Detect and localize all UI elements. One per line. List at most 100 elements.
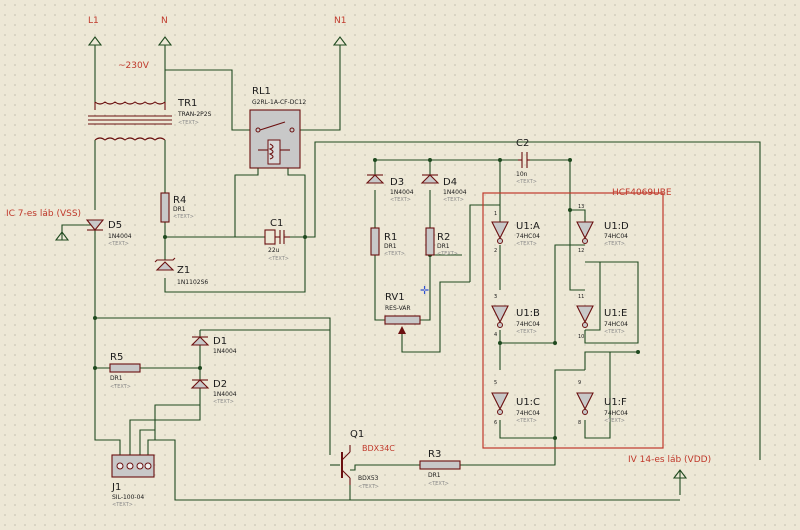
gate-u1-d-pin-out: 12 [578,248,584,254]
wires [61,45,761,501]
diode-d5[interactable]: D5 1N4004 <TEXT> [85,219,132,247]
rv1-ref: RV1 [385,292,405,303]
capacitor-c1[interactable]: C1 22u <TEXT> [264,218,290,262]
gate-u1-d[interactable]: 13 12 U1:D 74HC04 <TEXT> [576,204,629,254]
gate-u1-e-text: <TEXT> [604,329,625,335]
gate-u1-f[interactable]: 9 8 U1:F 74HC04 <TEXT> [576,380,628,426]
r1-text: <TEXT> [384,251,405,257]
ic-u1-outline[interactable] [482,192,664,449]
resistor-r3[interactable]: R3 DR1 <TEXT> [419,449,461,487]
d1-ref: D1 [213,336,227,347]
d5-ref: D5 [108,220,122,231]
diode-d3[interactable]: D3 1N4004 <TEXT> [365,174,414,203]
q1-ref: Q1 [350,429,364,440]
terminal-n1[interactable]: N1 [332,16,348,46]
resistor-r4[interactable]: R4 DR1 <TEXT> [160,192,194,223]
terminal-n[interactable]: N [157,16,173,46]
potentiometer-rv1[interactable]: RV1 RES-VAR ✛ [384,284,429,334]
diode-d1[interactable]: D1 1N4004 [190,336,237,355]
r3-ref: R3 [428,449,441,460]
diode-d4[interactable]: D4 1N4004 <TEXT> [420,174,467,203]
relay-rl1[interactable]: RL1 G2RL-1A-CF-DC12 [249,86,306,169]
d5-text: <TEXT> [108,241,129,247]
connector-j1[interactable]: J1 SIL-100-04 <TEXT> [111,454,155,508]
gate-u1-c-value: 74HC04 [516,410,540,417]
gate-u1-a-pin-in: 1 [494,211,497,217]
cursor-crosshair-icon: ✛ [420,284,429,297]
resistor-r5[interactable]: R5 DR1 <TEXT> [109,352,141,390]
d4-value: 1N4004 [443,189,467,196]
r3-value: DR1 [428,472,441,479]
voltage-label: ~230V [118,61,150,71]
r3-text: <TEXT> [428,481,449,487]
c2-text: <TEXT> [516,179,537,185]
terminal-n1-label: N1 [334,16,346,26]
terminal-vss-label: IC 7-es láb (VSS) [6,209,81,219]
diode-d2[interactable]: D2 1N4004 <TEXT> [190,379,237,405]
d4-text: <TEXT> [443,197,464,203]
gate-u1-f-value: 74HC04 [604,410,628,417]
gate-u1-e-ref: U1:E [604,308,627,319]
j1-value: SIL-100-04 [112,494,144,501]
ic-u1-label: HCF4069UBE [612,188,672,198]
tr1-text: <TEXT> [178,120,199,126]
gate-u1-f-pin-in: 9 [578,380,581,386]
z1-value: 1N1102S6 [177,279,208,286]
gate-u1-e-pin-out: 10 [578,334,584,340]
terminal-n-label: N [161,16,168,26]
gate-u1-d-ref: U1:D [604,221,629,232]
terminal-vdd[interactable]: IV 14-es láb (VDD) [628,455,711,479]
terminal-l1-label: L1 [88,16,99,26]
gate-u1-a-value: 74HC04 [516,233,540,240]
transistor-q1[interactable]: Q1 BDX34C BDX53 <TEXT> [341,429,395,490]
gate-u1-c-text: <TEXT> [516,418,537,424]
gate-u1-b-ref: U1:B [516,308,540,319]
terminal-vdd-label: IV 14-es láb (VDD) [628,455,711,465]
c2-value: 10n [516,171,528,178]
terminal-l1[interactable]: L1 [87,16,103,46]
resistor-r2[interactable]: R2 DR1 <TEXT> [425,227,458,257]
r4-text: <TEXT> [173,214,194,220]
d3-ref: D3 [390,177,404,188]
gate-u1-f-ref: U1:F [604,397,627,408]
resistor-r1[interactable]: R1 DR1 <TEXT> [370,227,405,257]
d3-text: <TEXT> [390,197,411,203]
r4-ref: R4 [173,195,186,206]
gate-u1-a-ref: U1:A [516,221,540,232]
c2-ref: C2 [516,138,529,149]
q1-text: <TEXT> [358,484,379,490]
r5-text: <TEXT> [110,384,131,390]
q1-label: BDX34C [362,444,395,453]
d1-value: 1N4004 [213,348,237,355]
z1-ref: Z1 [177,265,190,276]
r5-value: DR1 [110,375,123,382]
gate-u1-e[interactable]: 11 10 U1:E 74HC04 <TEXT> [576,294,628,340]
tr1-ref: TR1 [177,98,197,109]
r2-text: <TEXT> [437,251,458,257]
gate-u1-c[interactable]: 5 6 U1:C 74HC04 <TEXT> [491,380,540,426]
gate-u1-d-text: <TEXT> [604,241,625,247]
gate-u1-b-pin-in: 3 [494,294,497,300]
tr1-value: TRAN-2P2S [177,111,212,118]
terminal-vss[interactable]: IC 7-es láb (VSS) [6,209,81,241]
gate-u1-b-value: 74HC04 [516,321,540,328]
zener-z1[interactable]: Z1 1N1102S6 [154,257,208,286]
r1-ref: R1 [384,232,397,243]
gate-u1-c-ref: U1:C [516,397,540,408]
d2-value: 1N4004 [213,391,237,398]
j1-text: <TEXT> [112,502,133,508]
rv1-value: RES-VAR [385,305,411,312]
gate-u1-d-pin-in: 13 [578,204,584,210]
gate-u1-b[interactable]: 3 4 U1:B 74HC04 <TEXT> [491,294,540,338]
capacitor-c2[interactable]: C2 10n <TEXT> [516,138,537,185]
gate-u1-f-pin-out: 8 [578,420,581,426]
gate-u1-a-pin-out: 2 [494,248,497,254]
d3-value: 1N4004 [390,189,414,196]
gate-u1-a[interactable]: 1 2 U1:A 74HC04 <TEXT> [491,205,540,254]
gate-u1-c-pin-out: 6 [494,420,497,426]
j1-ref: J1 [111,482,121,493]
r2-ref: R2 [437,232,450,243]
transformer-tr1[interactable]: TR1 TRAN-2P2S <TEXT> [88,98,212,141]
